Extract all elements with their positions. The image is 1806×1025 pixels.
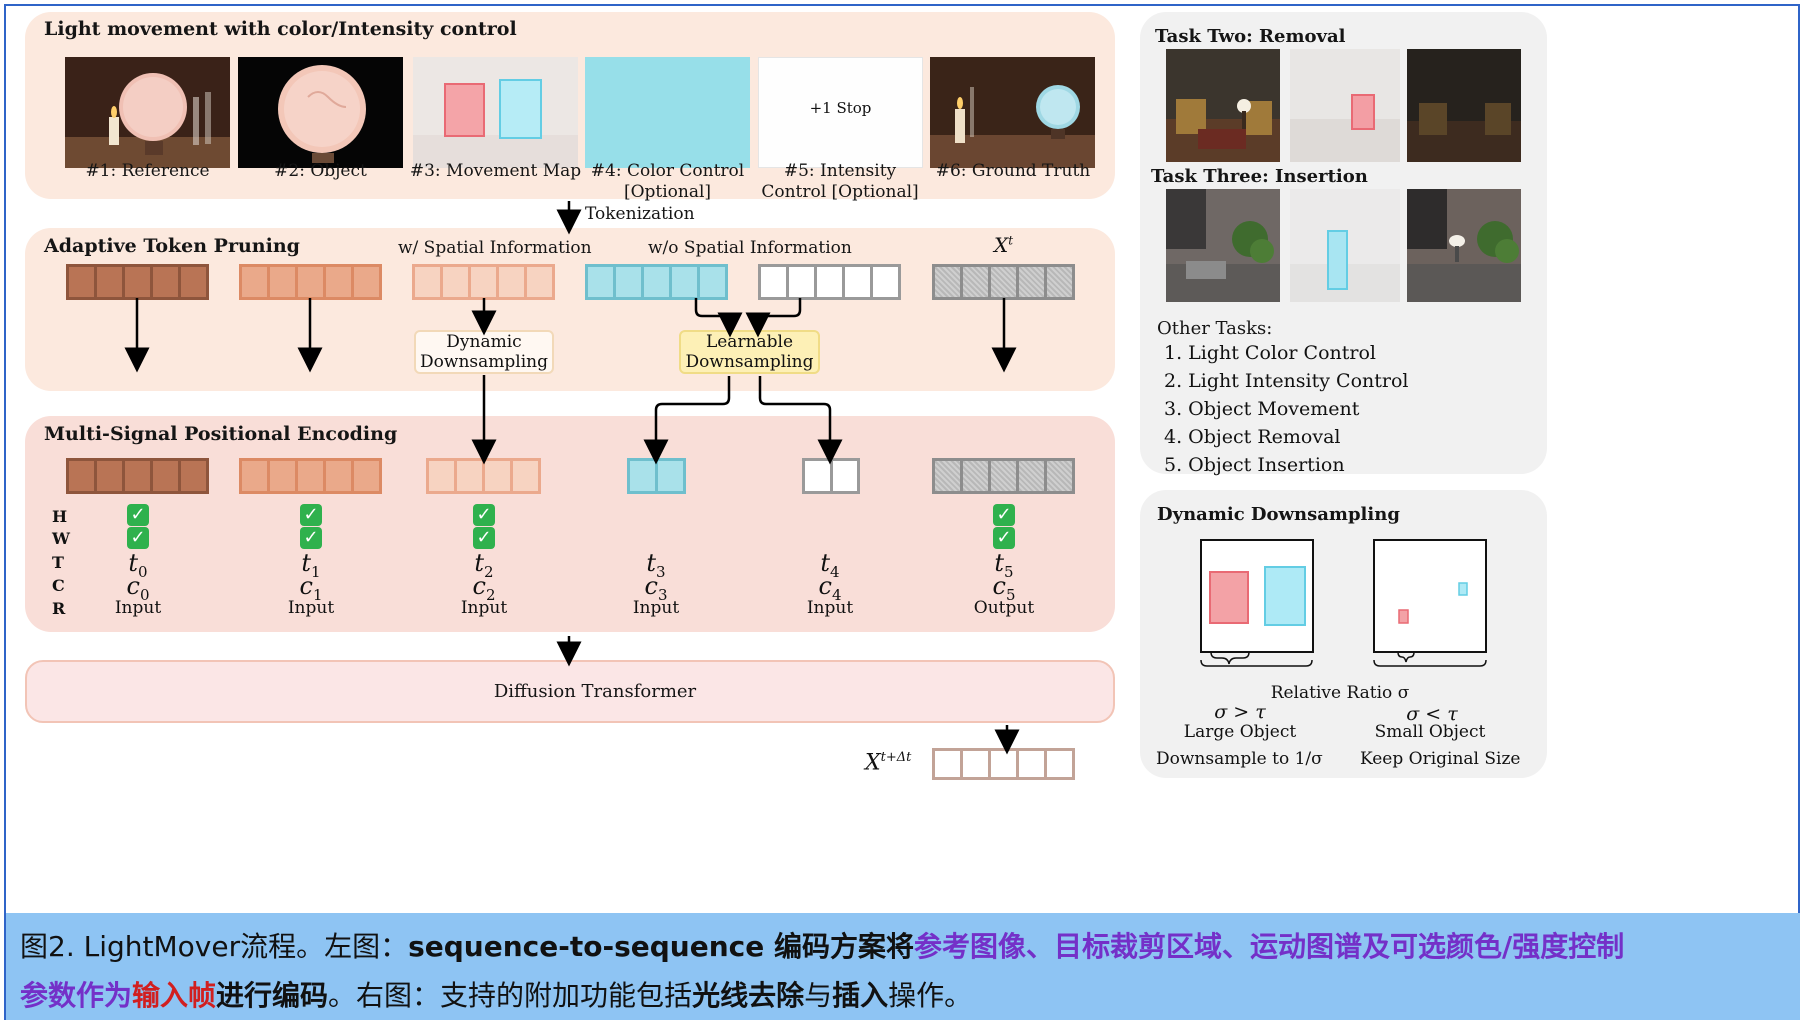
removal-map-image (1290, 49, 1400, 162)
diffusion-transformer-label: Diffusion Transformer (493, 681, 697, 702)
list-item: 5. Object Insertion (1164, 454, 1345, 476)
role-value: Input (632, 598, 680, 618)
list-item: 4. Object Removal (1164, 426, 1341, 448)
object-label: #2: Object (274, 161, 367, 181)
dynamic-downsampling-title: Dynamic Downsampling (1157, 504, 1400, 525)
large-object-condition: σ > τ (1214, 701, 1266, 723)
color-control-label: #4: Color Control [Optional] (590, 161, 745, 202)
c-value: c0 (126, 572, 150, 604)
large-object-label: Large Object (1183, 722, 1297, 742)
figure-caption: 图2. LightMover流程。左图：sequence-to-sequence… (6, 913, 1800, 1020)
relative-ratio-label: Relative Ratio σ (1270, 683, 1410, 703)
intensity-control-label: #5: Intensity Control [Optional] (761, 161, 919, 202)
downsample-action-label: Downsample to 1/σ (1156, 749, 1323, 769)
c-value: c3 (644, 572, 668, 604)
check-icon: ✓ (127, 527, 149, 549)
positional-encoding-panel (25, 416, 1115, 632)
check-icon: ✓ (300, 504, 322, 526)
row-label-h: H (52, 507, 68, 526)
token-bar-reference (66, 264, 209, 300)
adaptive-token-pruning-panel (25, 228, 1115, 391)
arrow-learnable-left (643, 376, 731, 465)
movement-map-label: #3: Movement Map (409, 161, 582, 181)
removal-result-image (1407, 49, 1521, 162)
role-value: Input (460, 598, 508, 618)
t-value: t1 (301, 549, 321, 581)
c-value: c5 (992, 572, 1016, 604)
task-three-title: Task Three: Insertion (1151, 166, 1368, 187)
check-icon: ✓ (300, 527, 322, 549)
token-bar-movement (412, 264, 555, 300)
t-value: t5 (994, 549, 1014, 581)
list-item: 3. Object Movement (1164, 398, 1360, 420)
list-item: 1. Light Color Control (1164, 342, 1376, 364)
t-value: t0 (128, 549, 148, 581)
row-label-r: R (52, 599, 66, 618)
list-item: 2. Light Intensity Control (1164, 370, 1409, 392)
row-label-t: T (52, 553, 64, 572)
reference-image (65, 57, 230, 168)
c-value: c1 (299, 572, 323, 604)
role-value: Input (287, 598, 335, 618)
role-value: Output (973, 598, 1035, 618)
xt-label: Xt (994, 233, 1014, 257)
row-label-w: W (52, 529, 70, 548)
keep-size-action-label: Keep Original Size (1360, 749, 1521, 769)
role-value: Input (114, 598, 162, 618)
with-spatial-label: w/ Spatial Information (398, 238, 592, 258)
reference-label: #1: Reference (85, 161, 210, 181)
caption-line-1: 图2. LightMover流程。左图：sequence-to-sequence… (20, 930, 1625, 963)
adaptive-token-pruning-title: Adaptive Token Pruning (44, 235, 300, 257)
tokenization-label: Tokenization (585, 204, 695, 224)
ground-truth-label: #6: Ground Truth (935, 161, 1091, 181)
role-value: Input (806, 598, 854, 618)
row-label-c: C (52, 576, 65, 595)
other-tasks-title: Other Tasks: (1157, 318, 1273, 339)
check-icon: ✓ (473, 527, 495, 549)
intensity-control-image: +1 Stop (758, 57, 923, 168)
intensity-stop-label: +1 Stop (809, 99, 872, 117)
object-image (238, 57, 403, 168)
without-spatial-label: w/o Spatial Information (648, 238, 852, 258)
movement-map-image (413, 57, 578, 168)
task-two-title: Task Two: Removal (1155, 26, 1346, 47)
other-tasks-list: 1. Light Color Control 2. Light Intensit… (1164, 339, 1408, 479)
positional-encoding-title: Multi-Signal Positional Encoding (44, 423, 398, 445)
small-object-label: Small Object (1374, 722, 1486, 742)
check-icon: ✓ (993, 504, 1015, 526)
check-icon: ✓ (473, 504, 495, 526)
token-bar-intensity (758, 264, 901, 300)
check-icon: ✓ (127, 504, 149, 526)
ground-truth-image (930, 57, 1095, 168)
dynamic-downsampling-box: Dynamic Downsampling (414, 330, 554, 374)
insertion-map-image (1290, 189, 1400, 302)
arrow-color-to-learnable (694, 298, 743, 338)
arrow-learnable-right (758, 376, 843, 465)
check-icon: ✓ (993, 527, 1015, 549)
t-value: t4 (820, 549, 840, 581)
output-xt-label: Xt+Δt (865, 750, 912, 776)
caption-line-2: 参数作为输入帧进行编码。右图：支持的附加功能包括光线去除与插入操作。 (20, 979, 973, 1012)
removal-input-image (1166, 49, 1280, 162)
encoded-bar-noise (932, 458, 1075, 494)
encoded-bar-reference (66, 458, 209, 494)
t-value: t3 (646, 549, 666, 581)
light-movement-title: Light movement with color/Intensity cont… (44, 18, 517, 40)
insertion-input-image (1166, 189, 1280, 302)
t-value: t2 (474, 549, 494, 581)
token-bar-color (585, 264, 728, 300)
insertion-result-image (1407, 189, 1521, 302)
arrow-intensity-to-learnable (745, 298, 802, 338)
small-object-condition: σ < τ (1406, 703, 1458, 725)
color-control-image (585, 57, 750, 168)
c-value: c4 (818, 572, 842, 604)
c-value: c2 (472, 572, 496, 604)
encoded-bar-object (239, 458, 382, 494)
